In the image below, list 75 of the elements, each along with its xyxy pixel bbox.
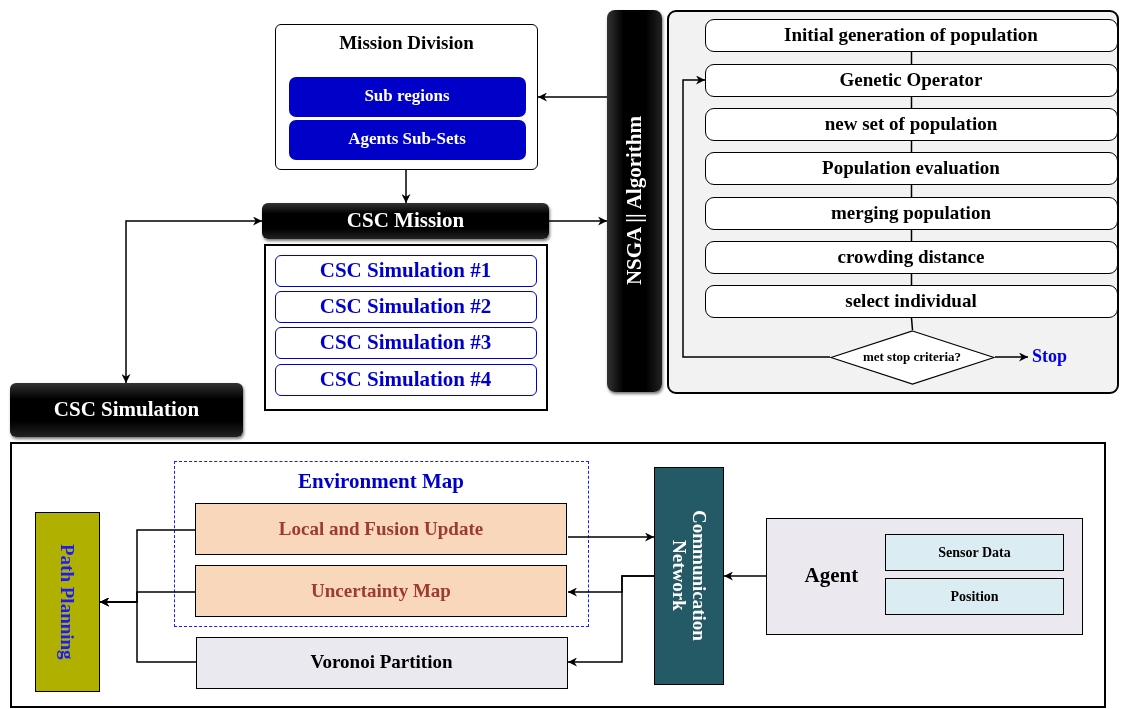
- box-label: Local and Fusion Update: [278, 518, 484, 540]
- box-label: CSC Mission: [346, 209, 465, 233]
- connector-line: [910, 317, 914, 331]
- container-box: [275, 24, 538, 170]
- connector-line: [910, 229, 913, 242]
- process-box: [704, 63, 1118, 97]
- connector-line: [910, 273, 913, 286]
- connector-line: [910, 184, 913, 198]
- process-box: [704, 240, 1118, 274]
- header-bar: [262, 203, 549, 239]
- arrow: [401, 169, 411, 204]
- decision-diamond: [829, 329, 995, 385]
- connector-line: [910, 51, 913, 65]
- header-bar: [10, 383, 243, 437]
- arrow: [99, 597, 197, 663]
- box-label: CSC Simulation #2: [319, 294, 492, 319]
- box-label: Environment Map: [298, 469, 464, 493]
- box-label: Mission Division: [339, 33, 474, 54]
- box-label: select individual: [845, 290, 977, 312]
- process-box: [704, 18, 1118, 52]
- arrow: [723, 571, 767, 581]
- box-label: met stop criteria?: [862, 349, 962, 365]
- arrow: [548, 216, 608, 226]
- process-box: [195, 636, 568, 689]
- box-label: Communication Network: [667, 509, 710, 643]
- box-label: Position: [950, 588, 999, 605]
- box-label: crowding distance: [837, 246, 985, 268]
- box-label: CSC Simulation #1: [319, 258, 492, 283]
- process-box: [195, 565, 567, 617]
- process-box: [704, 284, 1118, 318]
- container-box: [10, 442, 1106, 708]
- process-box: [704, 151, 1118, 185]
- box-label: Genetic Operator: [839, 69, 983, 91]
- box-label: CSC Simulation #3: [319, 330, 492, 355]
- box-label: Path Planning: [56, 543, 78, 660]
- process-box: [274, 363, 537, 396]
- arrow: [567, 532, 655, 542]
- box-label: Agents Sub-Sets: [348, 130, 466, 149]
- box-label: CSC Simulation #4: [319, 367, 492, 392]
- container-box: [667, 10, 1119, 394]
- arrow: [121, 216, 263, 384]
- process-box: [274, 290, 537, 323]
- arrow: [994, 352, 1029, 362]
- process-box: [274, 326, 537, 359]
- group-box: [173, 460, 589, 627]
- box-label: Sensor Data: [938, 544, 1011, 561]
- header-bar: [607, 10, 662, 392]
- connector-line: [910, 140, 913, 153]
- box-label: Voronoi Partition: [310, 652, 453, 673]
- process-box: [653, 466, 724, 685]
- box-label: NSGA || Algorithm: [622, 116, 647, 286]
- box-label: Uncertainty Map: [311, 580, 451, 602]
- connector-line: [910, 96, 913, 109]
- box-label: Agent: [804, 564, 859, 588]
- box-label: merging population: [831, 202, 991, 224]
- process-box: [195, 503, 567, 555]
- container-box: [765, 517, 1083, 635]
- box-label: Stop: [1032, 346, 1067, 367]
- box-label: CSC Simulation: [53, 398, 200, 422]
- box-label: Population evaluation: [822, 157, 1000, 179]
- box-label: new set of population: [824, 113, 998, 135]
- process-box: [885, 578, 1064, 615]
- box-label: Sub regions: [364, 87, 450, 106]
- box-label: Initial generation of population: [784, 24, 1038, 46]
- process-box: [704, 196, 1118, 230]
- process-box: [34, 511, 100, 692]
- arrow: [567, 575, 655, 667]
- arrow: [537, 92, 608, 102]
- arrow: [682, 75, 831, 358]
- container-box: [264, 244, 548, 411]
- process-box: [274, 254, 537, 287]
- process-box: [704, 107, 1118, 141]
- process-box: [288, 119, 526, 160]
- process-box: [288, 76, 526, 117]
- process-box: [885, 534, 1064, 571]
